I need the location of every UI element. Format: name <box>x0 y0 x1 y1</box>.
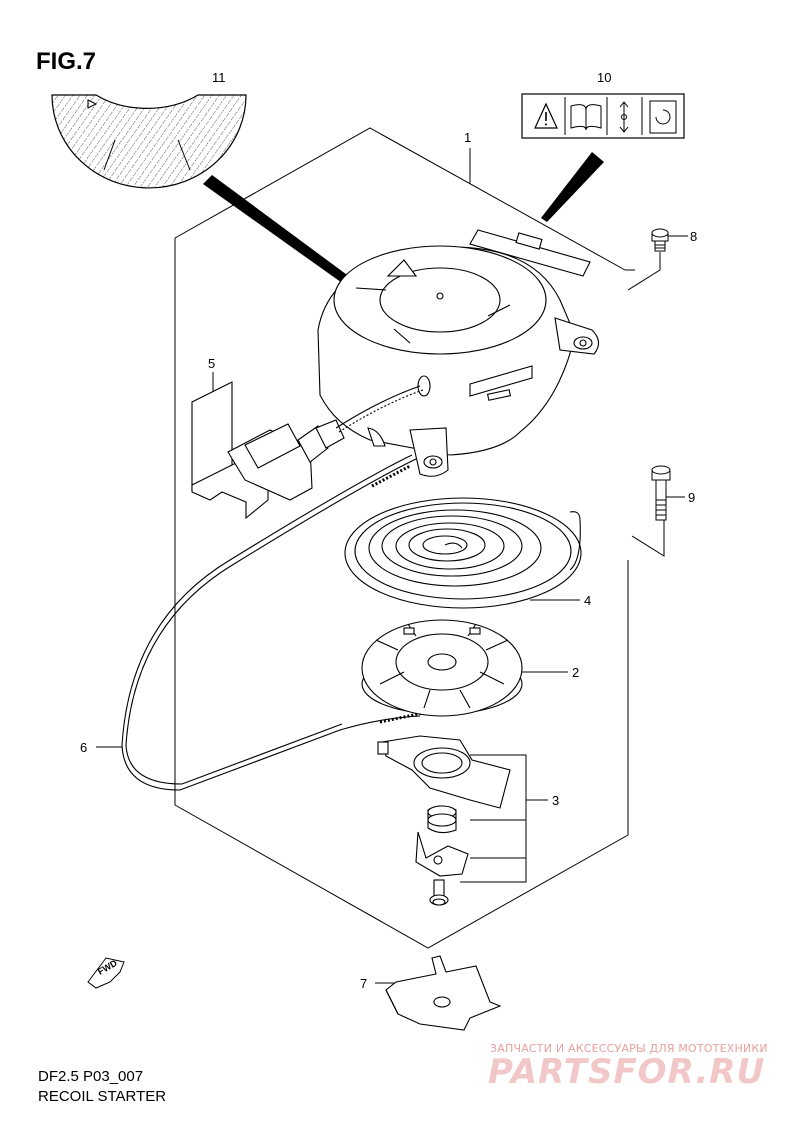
pointer-arrow-10 <box>541 152 604 222</box>
callout-9: 9 <box>688 490 695 505</box>
callout-3: 3 <box>552 793 559 808</box>
part-9-long-bolt <box>651 465 671 521</box>
warning-triangle-icon <box>534 102 558 129</box>
part-11-label-sticker <box>51 94 247 189</box>
watermark-caption: ЗАПЧАСТИ И АКСЕССУАРЫ ДЛЯ МОТОТЕХНИКИ <box>490 1042 768 1055</box>
callouts: 1 2 3 4 5 6 7 8 9 10 11 <box>80 70 697 991</box>
diagram-name: RECOIL STARTER <box>38 1088 167 1105</box>
part-3-ratchet-set <box>377 735 511 906</box>
fwd-direction-arrow: FWD <box>87 957 125 989</box>
part-7-drive-cup <box>385 955 502 1031</box>
watermark-logo: PARTSFOR.RU <box>488 1052 766 1092</box>
figure-title: FIG.7 <box>36 48 97 75</box>
callout-4: 4 <box>584 593 591 608</box>
leader-lines <box>96 148 688 984</box>
rotation-icon <box>649 100 677 134</box>
callout-8: 8 <box>690 229 697 244</box>
callout-2: 2 <box>572 665 579 680</box>
callout-11: 11 <box>212 70 226 85</box>
manual-book-icon <box>570 104 602 131</box>
part-8-bolt <box>651 228 669 252</box>
part-1-starter-case <box>317 229 600 477</box>
part-2-rope-reel <box>361 619 523 717</box>
callout-6: 6 <box>80 740 87 755</box>
callout-1: 1 <box>464 130 471 145</box>
diagram-code: DF2.5 P03_007 <box>38 1068 144 1085</box>
callout-10: 10 <box>597 70 611 85</box>
callout-5: 5 <box>208 356 215 371</box>
pointer-arrow-11 <box>203 175 358 290</box>
part-10-warning-label <box>521 93 685 139</box>
pull-direction-icon <box>619 101 629 133</box>
callout-7: 7 <box>360 976 367 991</box>
part-5-starter-handle <box>191 381 345 520</box>
part-4-spiral-spring <box>344 497 582 609</box>
